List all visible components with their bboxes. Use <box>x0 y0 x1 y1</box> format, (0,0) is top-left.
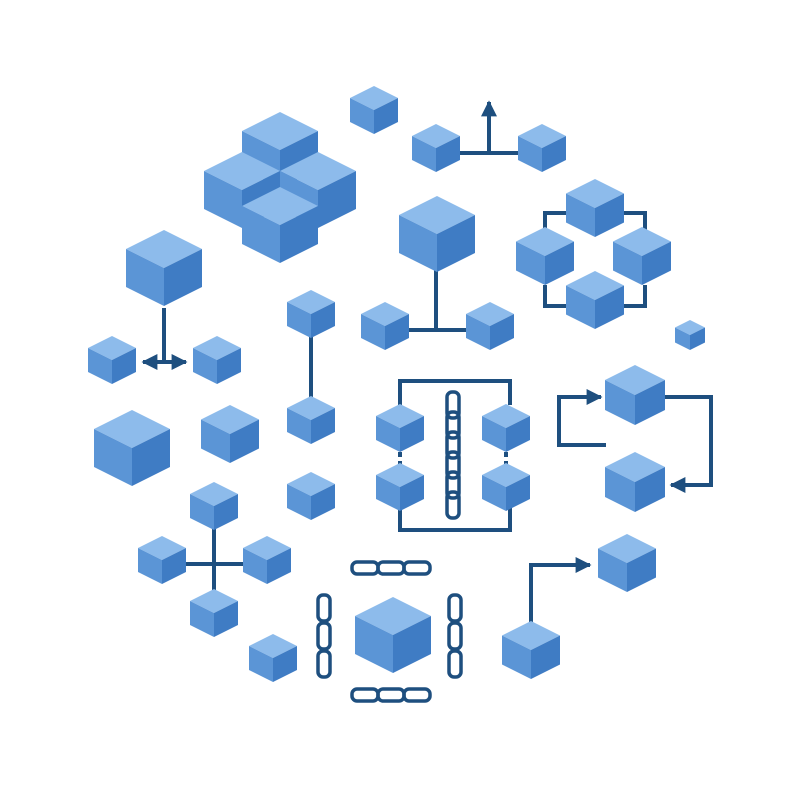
tree-connector <box>141 308 188 370</box>
cube-chainbox-tl <box>376 404 424 452</box>
cube-ring-left <box>516 227 574 285</box>
cube-tree-child-right <box>193 336 241 384</box>
connectors-layer <box>141 100 713 703</box>
cube-fork2-right <box>466 302 514 350</box>
cube-cross-top <box>190 482 238 530</box>
cube-plain-mid <box>201 405 259 463</box>
cube-cross-left <box>138 536 186 584</box>
cube-corner-small <box>249 634 297 682</box>
cube-tree-child-left <box>88 336 136 384</box>
cube-tree-parent <box>126 230 202 306</box>
cube-chainbox-bl <box>376 463 424 511</box>
cube-vert-bottom <box>287 396 335 444</box>
cube-top-fork-left <box>412 124 460 172</box>
cube-cross-right <box>243 536 291 584</box>
cube-chainbox-tr <box>482 404 530 452</box>
cube-ring-top <box>566 179 624 237</box>
cube-chainbox-br <box>482 463 530 511</box>
cube-cycle-top <box>605 365 665 425</box>
cube-tiny-right <box>675 320 705 350</box>
cube-top-fork-right <box>518 124 566 172</box>
elbow-arrow <box>529 557 592 625</box>
cube-fork2-center <box>399 196 475 272</box>
cube-plain-large <box>94 410 170 486</box>
cube-elbow-bottom <box>502 621 560 679</box>
cube-ring-right <box>613 227 671 285</box>
chain-frame <box>316 560 463 703</box>
cube-elbow-top <box>598 534 656 592</box>
cubes-layer <box>88 86 705 682</box>
cube-vert-top <box>287 290 335 338</box>
cube-top-small <box>350 86 398 134</box>
top-fork-connector <box>450 100 528 155</box>
cube-ring-bottom <box>566 271 624 329</box>
cube-plain-small <box>287 472 335 520</box>
cross-connector <box>176 528 254 598</box>
cube-cross-bottom <box>190 589 238 637</box>
cube-fork2-left <box>361 302 409 350</box>
cube-cycle-bottom <box>605 452 665 512</box>
chainbox-bracket <box>398 379 512 532</box>
cycle-arrows <box>557 389 713 493</box>
cube-chain-center <box>355 597 431 673</box>
cube-big-cluster-front <box>242 187 318 263</box>
